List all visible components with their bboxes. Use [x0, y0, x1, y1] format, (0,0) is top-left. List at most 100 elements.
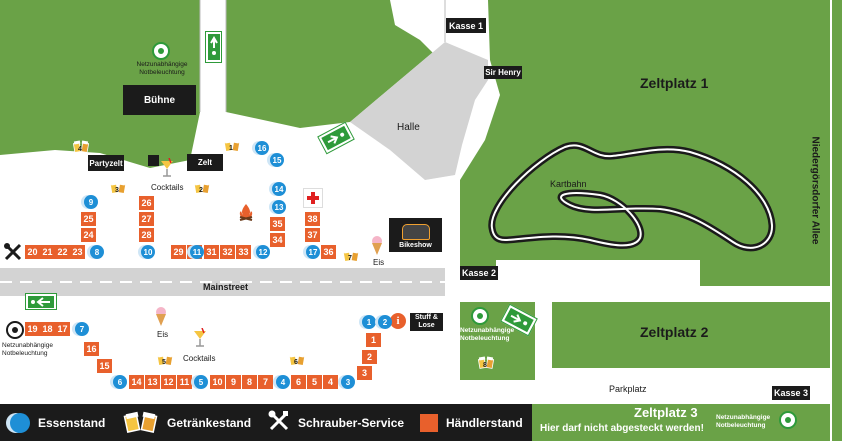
emergency-light-icon-stage	[148, 42, 174, 64]
getraenke-stand-number: 4	[78, 146, 82, 153]
haendler-stand-24[interactable]: 24	[81, 228, 96, 242]
haendler-stand-26[interactable]: 26	[139, 196, 154, 210]
kasse-3-block[interactable]: Kasse 3	[772, 386, 810, 400]
essen-stand-13[interactable]: 13	[272, 200, 286, 214]
eis-label-2: Eis	[157, 330, 169, 339]
info-icon[interactable]: i	[390, 313, 406, 329]
halle-building	[350, 42, 488, 180]
getraenke-stand-3[interactable]: 3	[109, 180, 127, 194]
haendler-stand-13[interactable]: 13	[145, 375, 160, 389]
essen-stand-15[interactable]: 15	[270, 153, 284, 167]
haendler-stand-17[interactable]: 17	[55, 322, 70, 336]
getraenke-stand-number: 6	[294, 359, 298, 366]
partyzelt-block[interactable]: Partyzelt	[88, 155, 124, 171]
getraenke-stand-1[interactable]: 1	[223, 138, 241, 152]
haendler-stand-3[interactable]: 3	[357, 366, 372, 380]
exit-icon	[504, 307, 534, 333]
buehne-stage[interactable]: Bühne	[123, 85, 196, 115]
exit-sign-halle	[317, 121, 355, 155]
haendler-stand-15[interactable]: 15	[97, 359, 112, 373]
haendler-stand-1[interactable]: 1	[366, 333, 381, 347]
haendler-stand-4[interactable]: 4	[323, 375, 338, 389]
haendler-stand-6[interactable]: 6	[291, 375, 306, 389]
emergency-light-icon-zeltplatz-2	[470, 306, 490, 326]
getraenke-stand-6[interactable]: 6	[288, 352, 306, 366]
essen-stand-8[interactable]: 8	[90, 245, 104, 259]
food-stand-icon	[10, 412, 30, 433]
zelt-block[interactable]: Zelt	[187, 154, 223, 171]
exit-icon	[207, 34, 220, 60]
getraenke-stand-5[interactable]: 5	[156, 352, 174, 366]
cocktails-label-2: Cocktails	[183, 354, 216, 363]
haendler-stand-32[interactable]: 32	[220, 245, 235, 259]
haendler-stand-25[interactable]: 25	[81, 212, 96, 226]
legend-label-haendler: Händlerstand	[446, 415, 523, 430]
haendler-stand-38[interactable]: 38	[305, 212, 320, 226]
haendler-stand-10[interactable]: 10	[210, 375, 225, 389]
getraenke-stand-number: 3	[115, 187, 119, 194]
kasse-2-block[interactable]: Kasse 2	[460, 266, 498, 280]
haendler-stand-11[interactable]: 11	[177, 375, 192, 389]
haendler-stand-27[interactable]: 27	[139, 212, 154, 226]
haendler-stand-31[interactable]: 31	[204, 245, 219, 259]
haendler-stand-33[interactable]: 33	[236, 245, 251, 259]
haendler-stand-37[interactable]: 37	[305, 228, 320, 242]
getraenke-stand-8[interactable]: 8	[477, 355, 495, 369]
cocktail-icon-2	[193, 327, 207, 348]
haendler-stand-5[interactable]: 5	[307, 375, 322, 389]
getraenke-stand-number: 7	[348, 255, 352, 262]
getraenke-stand-4[interactable]: 4	[72, 139, 90, 153]
getraenke-stand-number: 5	[162, 359, 166, 366]
essen-stand-6[interactable]: 6	[113, 375, 127, 389]
essen-stand-12[interactable]: 12	[256, 245, 270, 259]
bikeshow-block[interactable]: Bikeshow	[389, 218, 442, 252]
haendler-stand-19[interactable]: 19	[25, 322, 40, 336]
haendler-stand-16[interactable]: 16	[84, 342, 99, 356]
essen-stand-17[interactable]: 17	[306, 245, 320, 259]
essen-stand-11[interactable]: 11	[190, 245, 204, 259]
getraenke-stand-2[interactable]: 2	[193, 180, 211, 194]
campfire-icon	[238, 203, 254, 221]
essen-stand-9[interactable]: 9	[84, 195, 98, 209]
haendler-stand-7[interactable]: 7	[258, 375, 273, 389]
small-square-block	[148, 155, 159, 166]
getraenke-stand-number: 8	[483, 362, 487, 369]
haendler-stand-21[interactable]: 21	[40, 245, 55, 259]
haendler-stand-35[interactable]: 35	[270, 217, 285, 231]
haendler-stand-29[interactable]: 29	[171, 245, 186, 259]
essen-stand-16[interactable]: 16	[255, 141, 269, 155]
haendler-stand-20[interactable]: 20	[25, 245, 40, 259]
essen-stand-3[interactable]: 3	[341, 375, 355, 389]
exit-icon	[28, 295, 54, 308]
cocktail-icon-1	[160, 157, 174, 178]
essen-stand-14[interactable]: 14	[272, 182, 286, 196]
haendler-stand-18[interactable]: 18	[40, 322, 55, 336]
stuff-lose-block[interactable]: Stuff & Lose	[410, 313, 443, 331]
haendler-stand-12[interactable]: 12	[161, 375, 176, 389]
getraenke-stand-7[interactable]: 7	[342, 248, 360, 262]
essen-stand-7[interactable]: 7	[75, 322, 89, 336]
haendler-stand-36[interactable]: 36	[321, 245, 336, 259]
first-aid-icon[interactable]	[303, 188, 323, 208]
haendler-stand-8[interactable]: 8	[242, 375, 257, 389]
legend-label-essen: Essenstand	[38, 415, 106, 430]
haendler-stand-23[interactable]: 23	[70, 245, 85, 259]
cocktails-label-1: Cocktails	[151, 183, 184, 192]
essen-stand-2[interactable]: 2	[378, 315, 392, 329]
wrench-screwdriver-icon	[268, 410, 290, 435]
essen-stand-1[interactable]: 1	[362, 315, 376, 329]
haendler-stand-34[interactable]: 34	[270, 233, 285, 247]
haendler-stand-28[interactable]: 28	[139, 228, 154, 242]
haendler-stand-22[interactable]: 22	[55, 245, 70, 259]
haendler-stand-9[interactable]: 9	[226, 375, 241, 389]
haendler-stand-2[interactable]: 2	[362, 350, 377, 364]
kasse-1-block[interactable]: Kasse 1	[446, 18, 486, 33]
legend-item-haendler: Händlerstand	[420, 404, 523, 441]
essen-stand-5[interactable]: 5	[194, 375, 208, 389]
essen-stand-10[interactable]: 10	[141, 245, 155, 259]
sir-henry-block[interactable]: Sir Henry	[484, 66, 522, 79]
essen-stand-4[interactable]: 4	[276, 375, 290, 389]
grass-area-center	[226, 0, 445, 128]
haendler-stand-14[interactable]: 14	[129, 375, 144, 389]
legend-item-getraenke: Getränkestand	[123, 404, 251, 441]
